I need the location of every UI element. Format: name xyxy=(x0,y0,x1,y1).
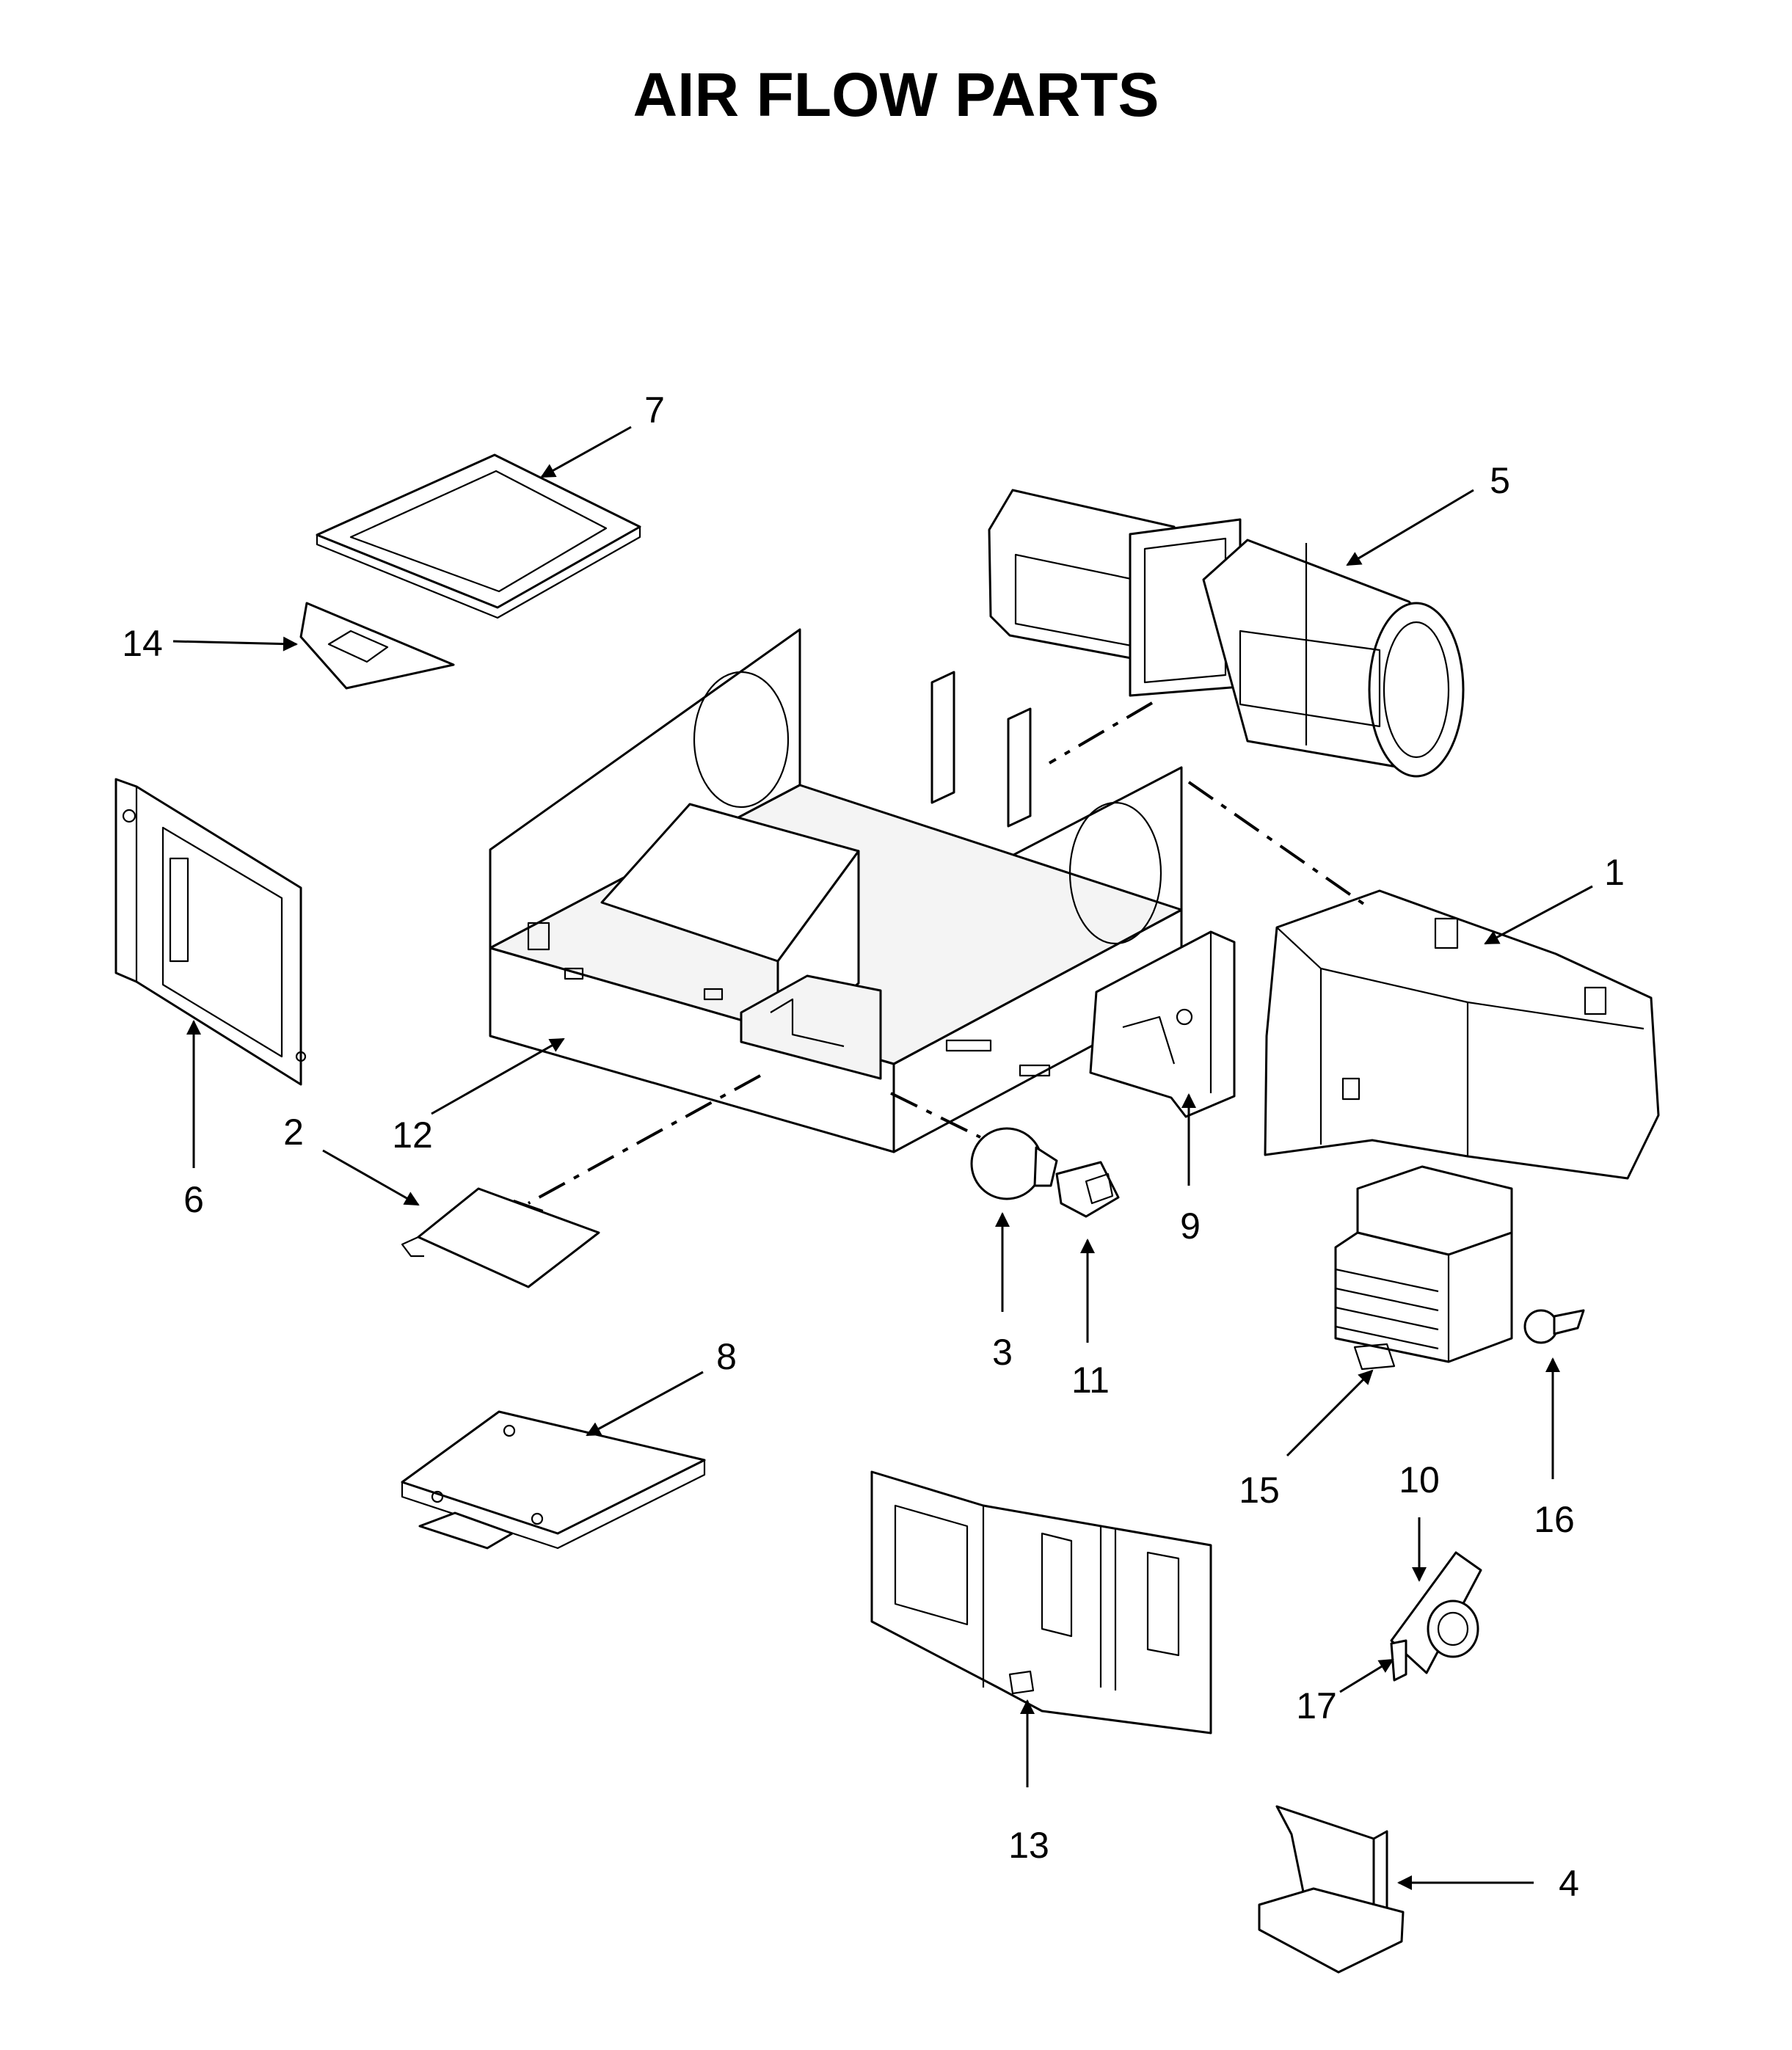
callout-10: 10 xyxy=(1399,1459,1440,1500)
part-16-thermal-cutout xyxy=(1523,1309,1585,1344)
part-5-blower-motor xyxy=(988,489,1465,778)
callout-7: 7 xyxy=(644,390,665,431)
part-2-cover-plate xyxy=(401,1187,600,1288)
callout-6: 6 xyxy=(183,1179,204,1220)
part-10-damper-assembly xyxy=(1390,1551,1482,1674)
callout-8: 8 xyxy=(716,1336,737,1377)
part-4-vent-deflector xyxy=(1258,1805,1405,1974)
page-title: AIR FLOW PARTS xyxy=(633,60,1159,129)
part-8-base-plate xyxy=(401,1410,706,1550)
part-12-air-duct-base xyxy=(489,628,1183,1153)
callout-4: 4 xyxy=(1559,1863,1579,1904)
callout-13: 13 xyxy=(1008,1825,1049,1866)
callout-1: 1 xyxy=(1604,852,1625,893)
part-9-damper-bracket xyxy=(1089,930,1236,1118)
part-6-side-bracket xyxy=(114,778,307,1086)
part-11-lamp-socket xyxy=(1055,1161,1120,1218)
callout-17: 17 xyxy=(1296,1685,1337,1726)
callout-3: 3 xyxy=(992,1332,1013,1373)
callout-12: 12 xyxy=(392,1115,433,1156)
callout-5: 5 xyxy=(1490,460,1510,501)
part-7-grease-filter xyxy=(316,453,641,619)
callout-2: 2 xyxy=(283,1112,304,1153)
part-13-vent-panel xyxy=(870,1470,1212,1735)
part-14-charcoal-filter-plate xyxy=(299,602,455,690)
callout-15: 15 xyxy=(1239,1470,1280,1511)
callout-9: 9 xyxy=(1180,1205,1201,1247)
callouts: 7 5 14 1 6 12 2 9 3 11 8 15 16 xyxy=(122,390,1625,1904)
assembly-lines xyxy=(528,701,1369,1205)
part-15-transformer xyxy=(1334,1165,1513,1371)
callout-11: 11 xyxy=(1071,1360,1110,1401)
callout-14: 14 xyxy=(122,623,163,664)
callout-16: 16 xyxy=(1534,1499,1575,1540)
part-17-damper-lever xyxy=(1390,1639,1407,1682)
part-1-exhaust-duct xyxy=(1264,889,1660,1180)
part-3-light-bulb xyxy=(970,1127,1058,1200)
